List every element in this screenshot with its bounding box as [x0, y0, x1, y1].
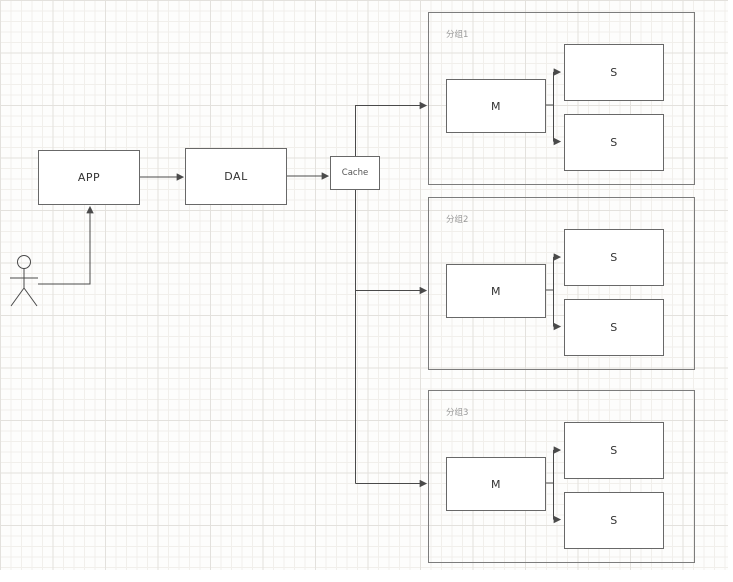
- connector-master-split-g1: [545, 72, 554, 142]
- canvas-right-margin: [728, 0, 733, 582]
- group-3-title: 分组3: [446, 408, 469, 418]
- canvas-bottom-margin: [0, 570, 733, 582]
- node-master-label: M: [491, 284, 501, 298]
- connector-master-split-g2: [545, 257, 554, 327]
- node-master-label: M: [491, 477, 501, 491]
- node-slave-label: S: [610, 514, 618, 527]
- group-1-title: 分组1: [446, 30, 469, 40]
- group-shard-1: 分组1 M S S: [428, 12, 695, 185]
- connector-cache-group1: [355, 101, 428, 156]
- group-shard-3: 分组3 M S S: [428, 390, 695, 563]
- node-master-label: M: [491, 99, 501, 113]
- node-slave-label: S: [610, 444, 618, 457]
- group-1-node-slave-1: S: [564, 44, 664, 101]
- group-shard-2: 分组2 M S S: [428, 197, 695, 370]
- connector-user-app: [38, 205, 94, 285]
- group-2-node-master: M: [446, 264, 546, 318]
- group-2-node-slave-2: S: [564, 299, 664, 356]
- node-app-label: APP: [77, 171, 101, 184]
- node-slave-label: S: [610, 251, 618, 264]
- group-1-node-slave-2: S: [564, 114, 664, 171]
- group-2-node-slave-1: S: [564, 229, 664, 286]
- node-slave-label: S: [610, 321, 618, 334]
- connector-master-split-g3: [545, 450, 554, 520]
- group-2-title: 分组2: [446, 215, 469, 225]
- node-cache-label: Cache: [341, 168, 369, 178]
- group-3-node-slave-1: S: [564, 422, 664, 479]
- node-dal-label: DAL: [224, 170, 248, 183]
- node-slave-label: S: [610, 66, 618, 79]
- group-1-node-master: M: [446, 79, 546, 133]
- group-3-node-slave-2: S: [564, 492, 664, 549]
- node-slave-label: S: [610, 136, 618, 149]
- node-cache: Cache: [330, 156, 380, 190]
- user-actor-icon: [10, 255, 38, 307]
- node-app: APP: [38, 150, 140, 205]
- node-dal: DAL: [185, 148, 287, 205]
- group-3-node-master: M: [446, 457, 546, 511]
